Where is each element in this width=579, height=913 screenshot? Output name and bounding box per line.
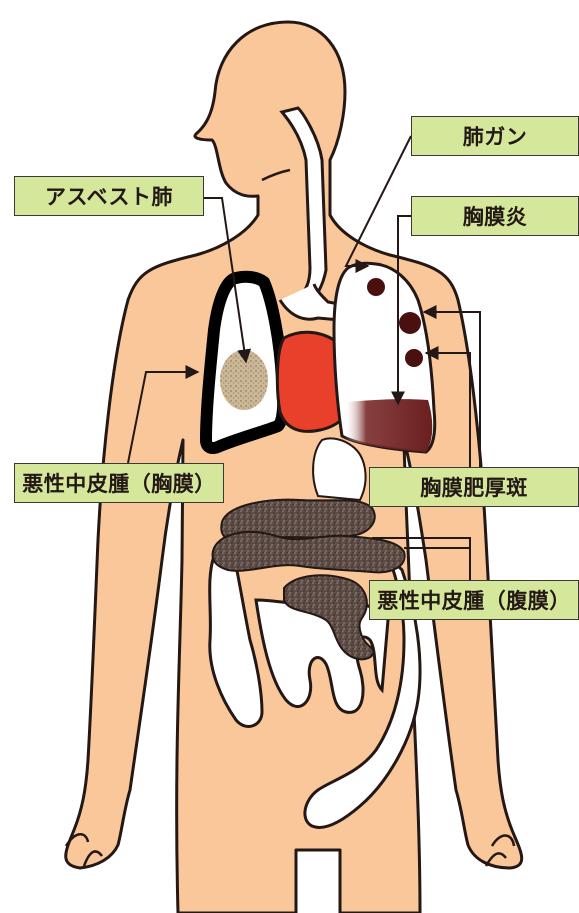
- label-pleural-plaque: 胸膜肥厚斑: [369, 467, 579, 507]
- pleural-plaque-1: [399, 312, 421, 334]
- label-lung-cancer: 肺ガン: [411, 116, 579, 156]
- asbestos-fibrosis-spot: [220, 350, 268, 410]
- lung-cancer-tumor: [367, 278, 385, 296]
- leader-lung-cancer: [346, 136, 411, 266]
- label-mesothelioma-pleura: 悪性中皮腫（胸膜）: [14, 463, 224, 503]
- label-asbestos-lung: アスベスト肺: [14, 176, 204, 216]
- label-mesothelioma-peritoneum: 悪性中皮腫（腹膜）: [369, 580, 579, 620]
- pleural-plaque-2: [405, 349, 423, 367]
- label-pleurisy: 胸膜炎: [411, 196, 579, 236]
